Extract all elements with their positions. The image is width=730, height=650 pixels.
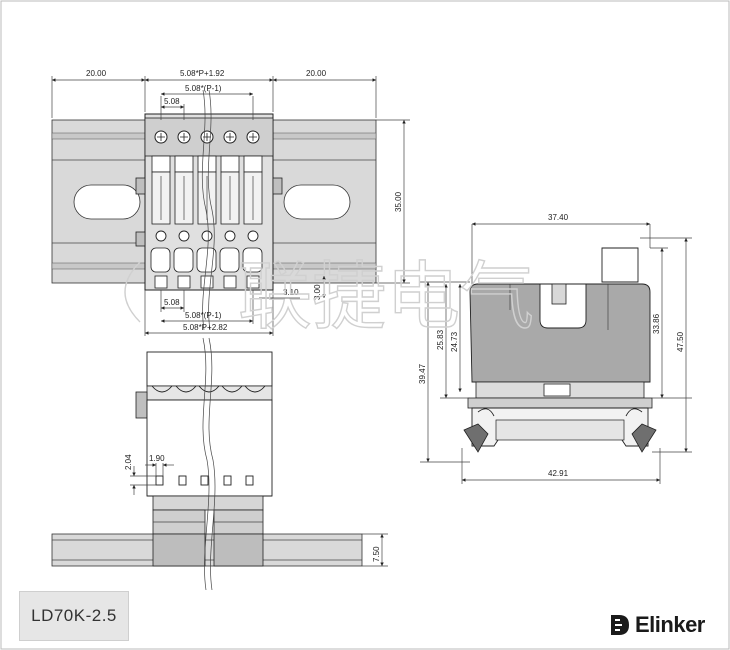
watermark: 联捷电气 (124, 253, 535, 341)
front-body-top (146, 351, 273, 387)
rail-slot-left (73, 184, 141, 220)
brand-logo: Elinker (611, 611, 705, 639)
dim-left-20: 20.00 (86, 69, 107, 78)
dim-top-total: 5.08*P+1.92 (180, 69, 225, 78)
dim-h4: 33.86 (652, 313, 661, 334)
dim-small-h: 3.00 (313, 284, 322, 300)
model-label: LD70K-2.5 (31, 606, 117, 625)
side-body (469, 283, 651, 383)
model-label-box: LD70K-2.5 (19, 591, 129, 641)
dim-height-35: 35.00 (394, 191, 403, 212)
pin-row (155, 475, 254, 486)
dim-bottom-total: 5.08*P+2.82 (183, 323, 228, 332)
front-view: 2.04 1.90 7.50 (51, 337, 388, 591)
dim-pin-w: 1.90 (149, 454, 165, 463)
rail-slot-right (283, 184, 351, 220)
dim-h5: 47.50 (676, 331, 685, 352)
dim-small-w: 3.10 (283, 288, 299, 297)
elinker-logo-icon (611, 615, 629, 635)
dim-width-top: 37.40 (548, 213, 569, 222)
top-screw-row (154, 130, 260, 144)
front-din-rail (51, 533, 363, 567)
dim-top-pitch: 5.08 (164, 97, 180, 106)
clip-hook-left (463, 423, 489, 453)
dim-bottom-pitch: 5.08 (164, 298, 180, 307)
clip-hook-right (631, 423, 657, 453)
watermark-text: 联捷电气 (238, 254, 534, 340)
dim-rail-h: 7.50 (372, 546, 381, 562)
dim-pin-h: 2.04 (124, 454, 133, 470)
brand-name: Elinker (635, 612, 705, 637)
dim-top-span: 5.08*(P-1) (185, 84, 222, 93)
bottom-screw-row (155, 230, 259, 242)
break-line (201, 89, 209, 331)
dim-h3: 24.73 (450, 331, 459, 352)
dim-bottom-span: 5.08*(P-1) (185, 311, 222, 320)
dim-h1: 39.47 (418, 363, 427, 384)
top-view: 20.00 5.08*P+1.92 20.00 5.08*(P-1) 5.08 … (51, 69, 410, 336)
dim-h2: 25.83 (436, 329, 445, 350)
side-view: 37.40 42.91 39.47 25.83 24.73 33.86 47.5… (418, 213, 692, 484)
dim-width-bottom: 42.91 (548, 469, 569, 478)
dim-right-20: 20.00 (306, 69, 327, 78)
